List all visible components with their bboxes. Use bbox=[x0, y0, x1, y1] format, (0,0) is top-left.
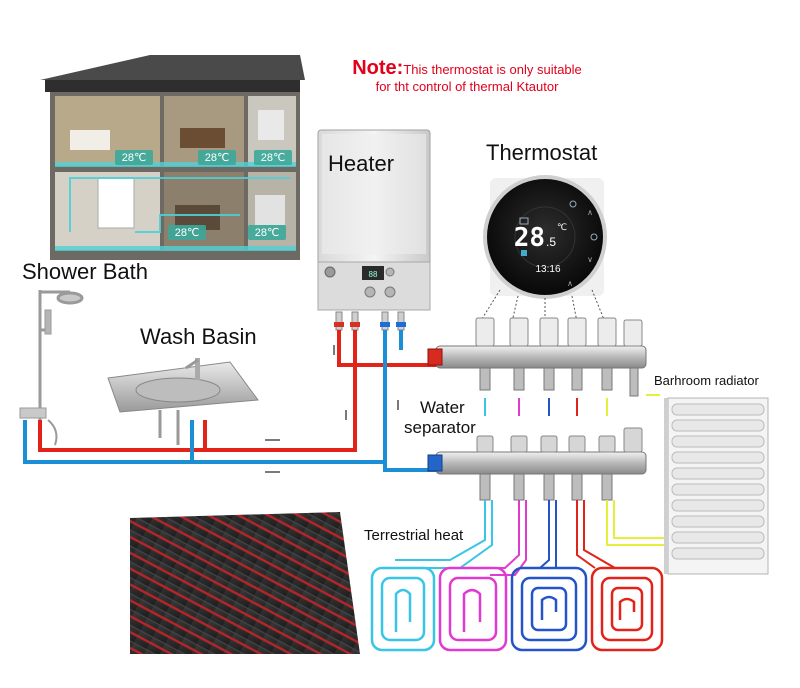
label-bathroom-radiator: Barhroom radiator bbox=[654, 373, 759, 388]
wash-basin bbox=[107, 358, 259, 445]
room-temp-badge: 28℃ bbox=[115, 150, 153, 165]
label-terrestrial-heat: Terrestrial heat bbox=[364, 527, 464, 544]
water-separator-manifold bbox=[427, 317, 647, 501]
floor-heating-photo bbox=[130, 512, 360, 654]
room-temp-badge: 28℃ bbox=[248, 225, 286, 240]
house-illustration: 28℃ 28℃ 28℃ 28℃ 28℃ bbox=[40, 55, 305, 260]
room-temp-badge: 28℃ bbox=[254, 150, 292, 165]
heating-loop-cyan bbox=[370, 566, 436, 652]
label-shower-bath: Shower Bath bbox=[22, 259, 148, 284]
note-prefix: Note: bbox=[352, 57, 404, 79]
room-temp-4: 28℃ bbox=[175, 227, 200, 239]
label-heater: Heater bbox=[328, 151, 395, 176]
room-temp-1: 28℃ bbox=[122, 152, 147, 164]
room-temp-2: 28℃ bbox=[205, 152, 230, 164]
svg-text:∧: ∧ bbox=[567, 279, 573, 288]
note-text: Note:This thermostat is only suitable fo… bbox=[332, 57, 602, 95]
note-line-2: for tht control of thermal Ktautor bbox=[375, 79, 559, 94]
shower-fixture bbox=[19, 290, 84, 446]
label-thermostat: Thermostat bbox=[486, 140, 598, 165]
boiler-heater: 88 bbox=[317, 129, 431, 331]
heating-loop-red bbox=[590, 566, 664, 652]
main-pipes bbox=[23, 330, 440, 472]
thermostat-unit: ℃ bbox=[557, 222, 567, 232]
loop-arrows bbox=[484, 508, 608, 520]
thermostat-temperature: 28 bbox=[514, 223, 545, 253]
label-water-separator-line1: Water bbox=[420, 398, 465, 417]
label-water-separator-line2: separator bbox=[404, 418, 476, 437]
room-temp-badge: 28℃ bbox=[198, 150, 236, 165]
thermostat-device: 28 .5 ℃ 13:16 ∨ ∧ ∧ bbox=[479, 175, 607, 323]
room-temp-5: 28℃ bbox=[255, 227, 280, 239]
heating-loop-blue bbox=[510, 566, 588, 652]
room-temp-badge: 28℃ bbox=[168, 225, 206, 240]
label-wash-basin: Wash Basin bbox=[140, 324, 257, 349]
room-temp-3: 28℃ bbox=[261, 152, 286, 164]
bathroom-radiator bbox=[664, 397, 769, 575]
thermostat-time: 13:16 bbox=[535, 264, 560, 275]
thermostat-decimal: .5 bbox=[546, 235, 556, 249]
note-line-1: This thermostat is only suitable bbox=[403, 62, 582, 77]
svg-text:88: 88 bbox=[369, 270, 378, 279]
flow-arrows bbox=[265, 345, 399, 473]
heating-loop-magenta bbox=[438, 566, 508, 652]
svg-text:∧: ∧ bbox=[587, 208, 593, 217]
svg-text:∨: ∨ bbox=[587, 255, 593, 264]
